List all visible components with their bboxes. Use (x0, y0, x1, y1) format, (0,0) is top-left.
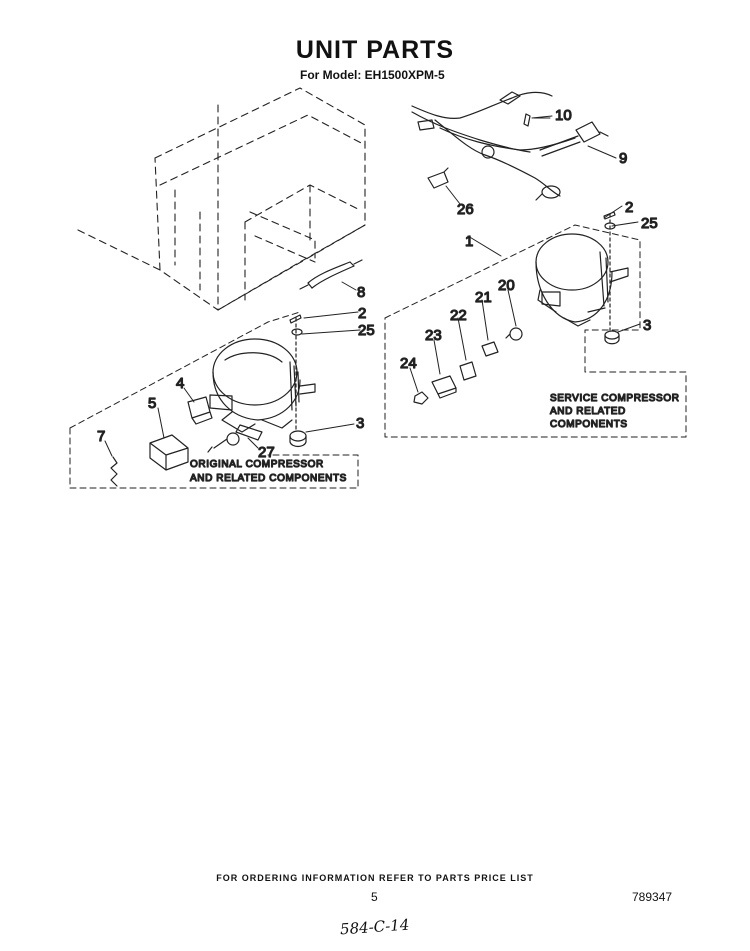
wire-clip-part-7 (110, 456, 118, 487)
page-number: 5 (371, 890, 378, 904)
callout-26: 26 (457, 201, 474, 218)
drier-part-8 (299, 259, 363, 290)
mounting-grommet-part-3a (289, 430, 307, 448)
service-compressor-group-outline (384, 224, 687, 438)
callout-27: 27 (258, 444, 275, 461)
original-compressor-group-outline (69, 311, 359, 489)
callout-21: 21 (475, 289, 492, 306)
service-group-label-line3: COMPONENTS (550, 419, 628, 430)
callout-3-original: 3 (356, 415, 364, 432)
bracket-part-26 (427, 167, 449, 189)
callout-23: 23 (425, 327, 442, 344)
callout-7: 7 (97, 428, 105, 445)
service-compressor (535, 233, 629, 327)
original-compressor (209, 338, 316, 441)
callout-25-service: 25 (641, 215, 658, 232)
screw-part-10 (523, 113, 551, 127)
callout-20: 20 (498, 277, 515, 294)
callout-5: 5 (148, 395, 156, 412)
callout-8: 8 (357, 284, 365, 301)
original-group-label-line2: AND RELATED COMPONENTS (190, 473, 347, 484)
document-number: 789347 (632, 890, 673, 904)
relay-cover-part-5 (149, 434, 189, 471)
callout-22: 22 (450, 307, 467, 324)
callout-2-original: 2 (358, 305, 366, 322)
wire-harness-part-9 (411, 91, 609, 201)
relay-cover-part-23 (431, 375, 457, 399)
callout-4: 4 (176, 375, 184, 392)
callout-9: 9 (619, 150, 627, 167)
callout-3-service: 3 (643, 317, 651, 334)
relay-part-4 (187, 396, 213, 425)
callout-2-service: 2 (625, 199, 633, 216)
callout-1: 1 (465, 233, 473, 250)
overload-part-20 (505, 327, 523, 341)
relay-clip-part-21 (481, 341, 499, 357)
relay-part-22 (459, 361, 477, 381)
callout-leaders (104, 115, 641, 457)
page-title: UNIT PARTS (295, 36, 455, 64)
wire-clip-part-24 (413, 391, 429, 405)
mounting-grommet-part-3b (604, 330, 620, 345)
original-group-label-line1: ORIGINAL COMPRESSOR (190, 459, 324, 470)
cabinet-outline (77, 87, 366, 311)
service-group-label-line2: AND RELATED (550, 406, 626, 417)
callout-24: 24 (400, 355, 417, 372)
ordering-note: FOR ORDERING INFORMATION REFER TO PARTS … (216, 873, 534, 883)
overload-part-27 (207, 432, 240, 453)
callout-10: 10 (555, 107, 572, 124)
mounting-stud-parts-2-25a (289, 314, 303, 431)
callout-25-original: 25 (358, 322, 375, 339)
service-group-label-line1: SERVICE COMPRESSOR (550, 393, 680, 404)
model-subtitle: For Model: EH1500XPM-5 (300, 68, 445, 82)
